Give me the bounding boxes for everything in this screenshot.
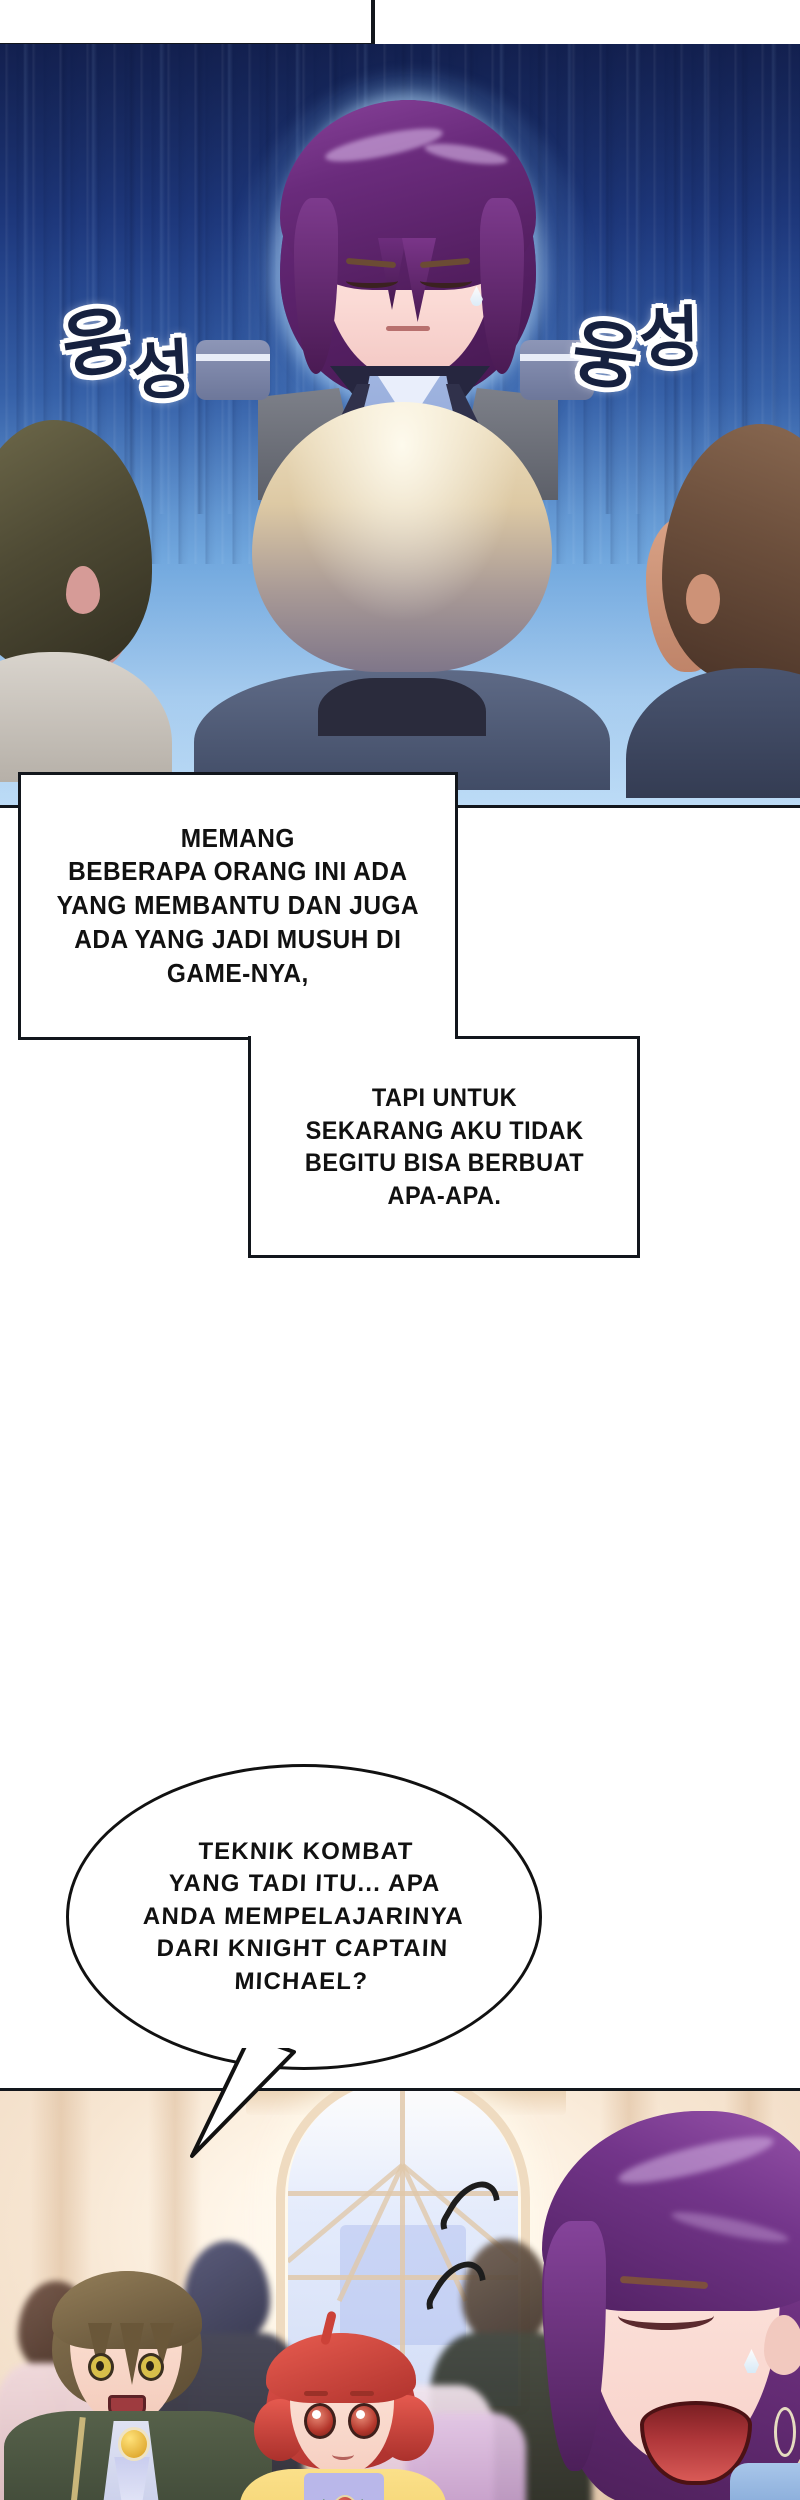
sfx-murmur-left: 웅성 <box>56 296 190 410</box>
hair-front <box>266 2333 416 2403</box>
mouth <box>386 326 430 331</box>
eye-left <box>88 2353 114 2381</box>
narration-text-1: MEMANG BEBERAPA ORANG INI ADA YANG MEMBA… <box>56 822 420 988</box>
sfx-char-1: 웅 <box>567 309 642 402</box>
narration-text-2: TAPI UNTUK SEKARANG AKU TIDAK BEGITU BIS… <box>304 1084 584 1210</box>
narration-box-2: TAPI UNTUK SEKARANG AKU TIDAK BEGITU BIS… <box>248 1036 640 1258</box>
dress-collar <box>730 2463 800 2500</box>
sfx-char-2: 성 <box>129 333 191 410</box>
eye-glint <box>312 2410 321 2419</box>
audience-head-right <box>626 424 800 798</box>
hair <box>0 420 152 670</box>
gutter-panel-left <box>0 0 374 46</box>
eye-glint <box>356 2410 365 2419</box>
panel-crowd-scene: 웅성 웅성 <box>0 44 800 808</box>
bg-figure-head <box>462 2239 550 2345</box>
eye-right <box>138 2353 164 2381</box>
cuff-band <box>520 354 594 361</box>
mouth <box>332 2449 354 2460</box>
narration-box-seam <box>251 1034 455 1041</box>
audience-head-left <box>0 420 172 782</box>
closed-eye <box>618 2301 714 2330</box>
window-mullion-vertical <box>400 2091 405 2409</box>
brooch-gold <box>118 2427 150 2461</box>
character-purple-haired-girl-laughing <box>520 2111 800 2500</box>
shoulder <box>0 652 172 782</box>
sfx-char-2: 성 <box>638 298 699 377</box>
sfx-murmur-right: 웅성 <box>567 299 698 402</box>
narration-box-1: MEMANG BEBERAPA ORANG INI ADA YANG MEMBA… <box>18 772 458 1040</box>
character-red-haired-girl <box>240 2310 446 2500</box>
collar <box>318 678 486 736</box>
eye-left <box>304 2403 336 2439</box>
window-mullion-horizontal-2 <box>288 2275 518 2280</box>
pupil <box>96 2361 104 2371</box>
sleeve-cuff-right <box>520 340 594 400</box>
hair <box>252 402 552 672</box>
speech-balloon-tail <box>190 2028 296 2158</box>
cravat <box>114 2457 150 2500</box>
shoulder <box>626 668 800 798</box>
speech-balloon-text: TEKNIK KOMBAT YANG TADI ITU... APA ANDA … <box>143 1838 466 1995</box>
panel-ballroom-scene <box>0 2088 800 2500</box>
earring <box>774 2407 796 2457</box>
sfx-char-1: 웅 <box>56 296 133 390</box>
closed-eye-right <box>420 274 472 288</box>
pupil <box>146 2361 154 2371</box>
eye-right <box>348 2403 380 2439</box>
eyebrow-left <box>304 2391 328 2396</box>
ear <box>66 566 100 614</box>
ear <box>686 574 720 624</box>
sleeve-cuff-left <box>196 340 270 400</box>
ear <box>764 2315 800 2375</box>
character-boy-green-coat <box>4 2271 272 2500</box>
audience-head-center <box>194 402 610 790</box>
cuff-band <box>196 354 270 361</box>
hair <box>662 424 800 682</box>
eyebrow-right <box>350 2391 374 2396</box>
speech-balloon: TEKNIK KOMBAT YANG TADI ITU... APA ANDA … <box>66 1764 542 2070</box>
closed-eye-left <box>346 274 398 288</box>
